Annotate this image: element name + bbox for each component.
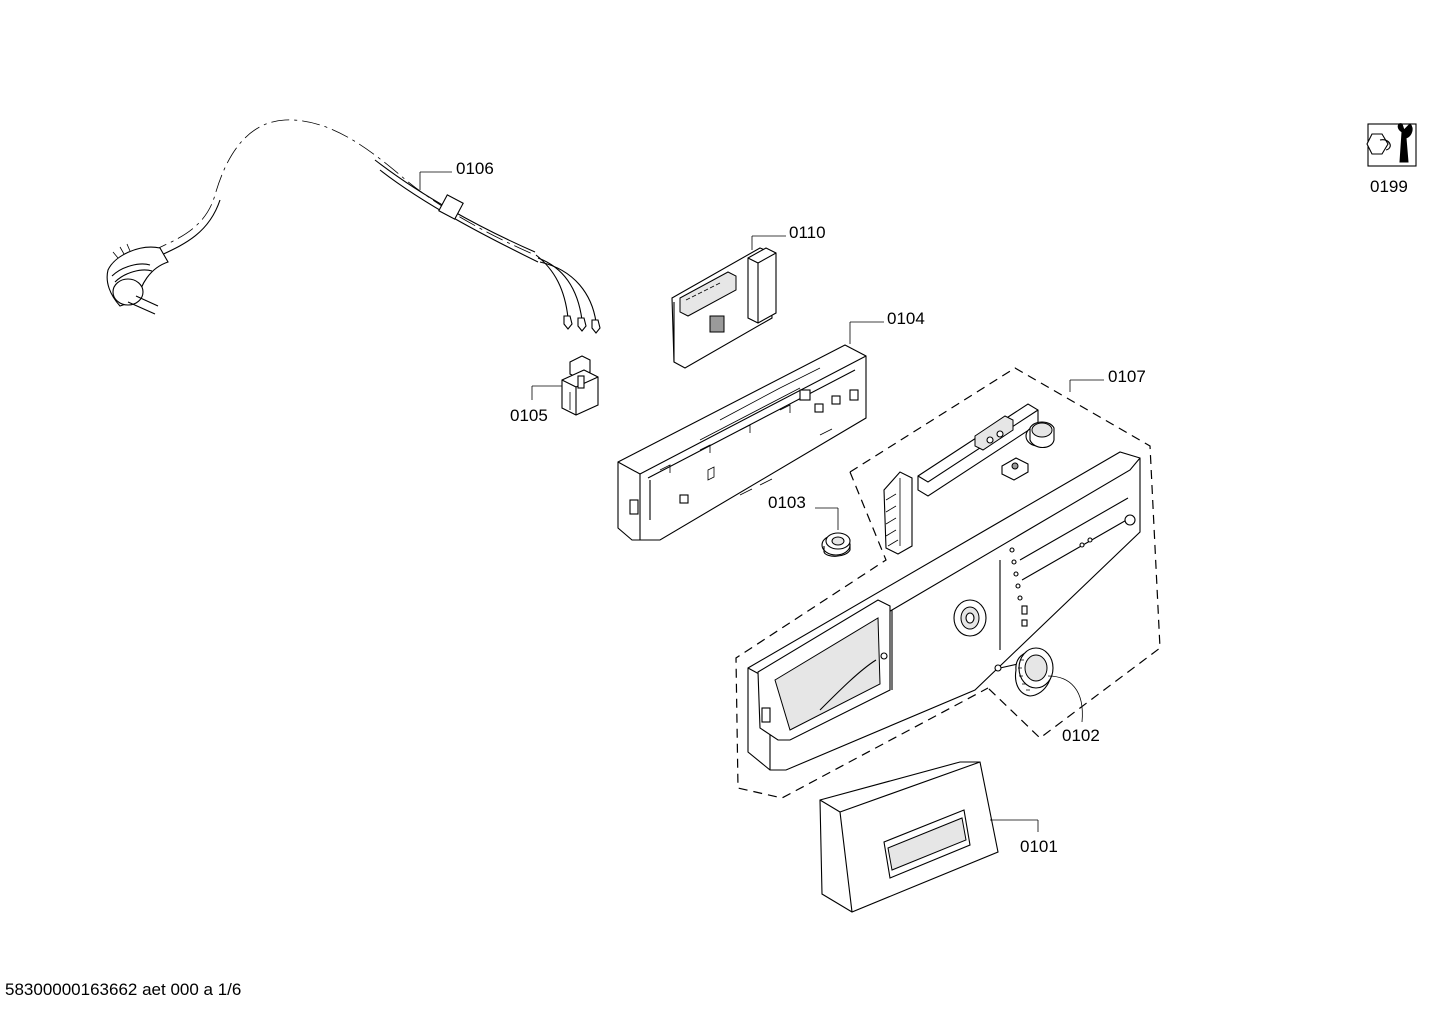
part-0103-small-knob[interactable] [821,532,851,557]
label-0103: 0103 [768,493,806,512]
group-0107-boundary-lower [735,471,989,799]
part-0104-module-housing[interactable] [617,344,867,541]
wrench-nut-icon[interactable] [1366,123,1417,167]
label-0199: 0199 [1370,177,1408,196]
part-0107-cylinder-button[interactable] [1025,421,1055,449]
leader-0102 [1047,675,1083,723]
label-0101: 0101 [1020,837,1058,856]
part-0107-button-rail[interactable] [917,403,1039,497]
document-footer-id: 58300000163662 aet 000 a 1/6 [5,980,242,999]
part-0107-light-guide[interactable] [883,471,913,555]
part-0110-control-module[interactable] [671,247,777,369]
part-0105-interference-filter[interactable] [561,355,599,416]
part-0102-program-knob[interactable] [994,647,1054,697]
part-0107-small-nut[interactable] [1001,457,1029,481]
part-0106-power-cord[interactable] [106,119,601,334]
part-0107-fascia-panel[interactable] [747,451,1141,771]
group-0107-boundary-upper [849,367,1161,739]
label-0110: 0110 [789,223,826,242]
label-0106: 0106 [456,159,494,178]
label-0102: 0102 [1062,726,1100,745]
label-0104: 0104 [887,309,925,328]
label-0107: 0107 [1108,367,1146,386]
label-0105: 0105 [510,406,548,425]
part-0101-drawer-handle[interactable] [819,761,999,913]
